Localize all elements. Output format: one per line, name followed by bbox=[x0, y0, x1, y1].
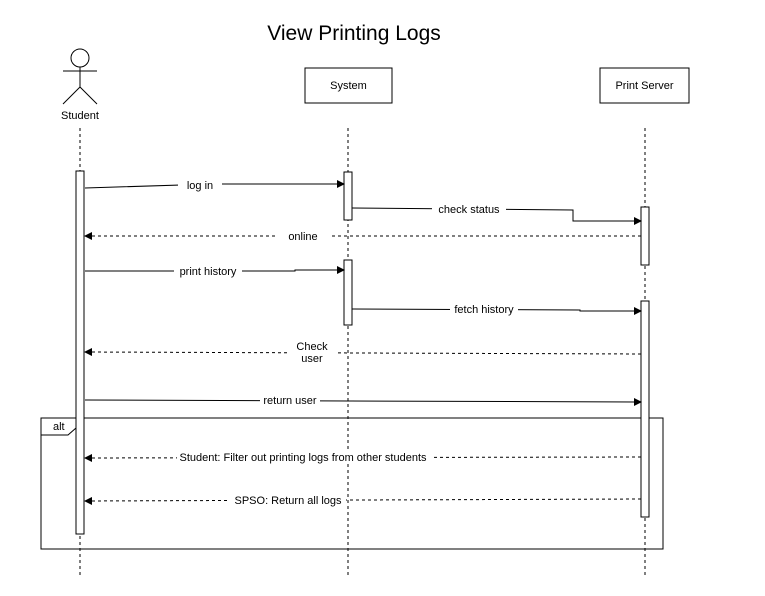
system-participant-box bbox=[304, 67, 393, 104]
message-fetch-history: fetch history bbox=[351, 302, 642, 316]
student-label: Student bbox=[61, 110, 99, 122]
message-return-user: return user bbox=[84, 393, 642, 407]
message-filter-student: Student: Filter out printing logs from o… bbox=[84, 450, 642, 464]
filter-student-label: Student: Filter out printing logs from o… bbox=[179, 452, 427, 464]
alt-operator-label: alt bbox=[53, 421, 65, 433]
print-server-participant-box bbox=[599, 67, 690, 104]
message-print-history: print history bbox=[85, 264, 345, 278]
alt-fragment bbox=[40, 417, 664, 550]
message-online: online bbox=[84, 229, 641, 243]
system-activation-bar-1 bbox=[343, 171, 353, 221]
print-server-activation-bar-1 bbox=[640, 206, 650, 266]
fetch-history-label: fetch history bbox=[454, 304, 514, 316]
diagram-title: View Printing Logs bbox=[267, 22, 441, 45]
log-in-label: log in bbox=[187, 180, 213, 192]
check-status-label: check status bbox=[438, 204, 500, 216]
return-user-label: return user bbox=[263, 395, 317, 407]
student-actor-icon bbox=[62, 48, 98, 105]
print-history-label: print history bbox=[180, 266, 237, 278]
check-user-label-line1: Check bbox=[296, 341, 328, 353]
check-user-label-line2: user bbox=[301, 353, 323, 365]
system-activation-bar-2 bbox=[343, 259, 353, 326]
message-log-in: log in bbox=[84, 178, 345, 192]
message-check-user: Check user bbox=[84, 339, 642, 365]
print-server-activation-bar-2 bbox=[640, 300, 650, 518]
online-label: online bbox=[288, 231, 317, 243]
system-label: System bbox=[330, 80, 367, 92]
student-activation-bar bbox=[75, 170, 85, 535]
spso-return-label: SPSO: Return all logs bbox=[235, 495, 342, 507]
message-check-status: check status bbox=[351, 203, 642, 225]
message-spso-return: SPSO: Return all logs bbox=[84, 493, 642, 507]
print-server-label: Print Server bbox=[615, 80, 673, 92]
alt-fragment-tab bbox=[40, 417, 77, 436]
